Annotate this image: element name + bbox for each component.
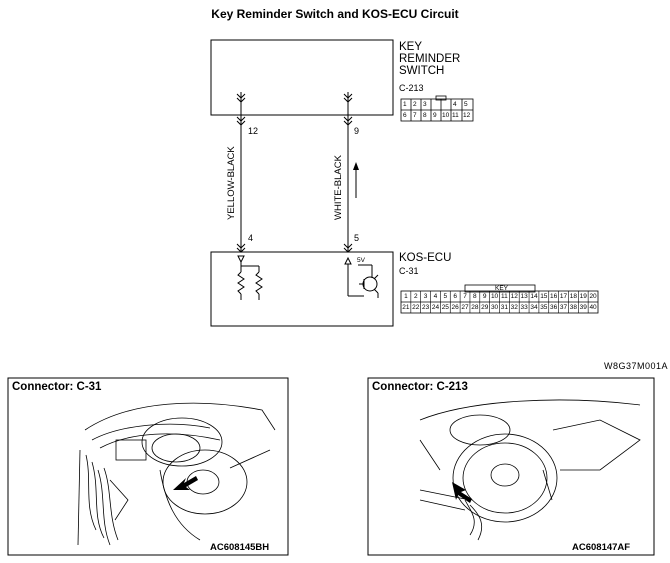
c213-pin: 1: [403, 101, 407, 108]
c31-pin: 23: [421, 304, 430, 311]
c213-pin: 3: [423, 101, 427, 108]
c213-pin: 5: [464, 101, 468, 108]
c31-pin: 21: [402, 304, 410, 311]
kos-ecu-box: [210, 251, 394, 327]
c31-pin: 36: [550, 304, 558, 311]
c31-pin: 31: [500, 304, 509, 311]
c31-pin: 4: [433, 293, 438, 300]
wire-white-black: [343, 92, 353, 253]
panel-c31-frame: [7, 377, 289, 556]
connector-c213-grid: [400, 95, 474, 122]
c31-pin: 40: [589, 304, 597, 311]
c213-pin: 9: [433, 112, 437, 119]
c31-pin: 12: [510, 293, 518, 300]
c31-pin: 25: [441, 304, 449, 311]
key-switch-name-2: REMINDER: [399, 53, 461, 65]
c31-pin: 16: [550, 293, 558, 300]
c31-pin: 38: [569, 304, 577, 311]
c213-pin: 6: [403, 112, 407, 119]
c31-pin: 6: [453, 293, 457, 300]
supply-voltage-label: 5V: [357, 257, 365, 264]
pointer-arrow-c31: [173, 476, 198, 490]
wire-2-bottom-pin: 5: [354, 233, 360, 243]
c31-pin: 34: [530, 304, 538, 311]
wire-2-top-pin: 9: [354, 126, 360, 136]
diagram-code: W8G37M001A: [604, 361, 669, 371]
panel-c31-figure-code: AC608145BH: [210, 542, 270, 553]
kos-ecu-name: KOS-ECU: [399, 252, 452, 264]
c31-pin: 35: [540, 304, 548, 311]
pointer-arrow-c213: [452, 482, 472, 503]
c31-pin: 29: [481, 304, 489, 311]
c31-pin: 5: [443, 293, 448, 300]
connector-key-label: KEY: [495, 285, 509, 292]
c213-pin: 2: [413, 101, 417, 108]
c213-pin: 12: [463, 112, 471, 119]
c31-pin: 8: [473, 293, 477, 300]
ecu-transistor-circuit: [344, 256, 379, 298]
key-switch-connector-id: C-213: [399, 83, 424, 93]
wire-1-color-label: YELLOW-BLACK: [226, 146, 237, 220]
dashboard-illustration-left: [77, 402, 276, 546]
key-reminder-switch-box: [210, 39, 394, 116]
c31-pin: 9: [482, 293, 487, 300]
ecu-input-resistors: [237, 255, 263, 300]
c213-pin: 4: [453, 101, 457, 108]
c31-pin: 39: [579, 304, 587, 311]
diagram-title: Key Reminder Switch and KOS-ECU Circuit: [211, 7, 459, 21]
panel-c213-frame: [367, 377, 655, 556]
connector-c31-dividers: [410, 291, 589, 313]
c31-pin: 7: [463, 293, 467, 300]
c31-pin: 26: [451, 304, 459, 311]
wire-1-bottom-pin: 4: [248, 233, 254, 243]
dashboard-illustration-right: [419, 399, 641, 541]
c31-pin: 37: [559, 304, 568, 311]
c31-pin: 18: [569, 293, 577, 300]
c213-pin: 8: [423, 112, 427, 119]
c31-pin: 14: [530, 293, 538, 300]
wire-yellow-black: [236, 92, 246, 253]
c31-pin: 3: [423, 293, 428, 300]
wire-2-color-label: WHITE-BLACK: [333, 155, 344, 220]
panel-c213-title: Connector: C-213: [372, 381, 468, 393]
c31-pin: 19: [579, 293, 587, 300]
c31-pin: 1: [404, 293, 408, 300]
c31-pin: 10: [490, 293, 499, 300]
c31-pin: 22: [412, 304, 420, 311]
wire-1-top-pin: 12: [248, 126, 259, 136]
c31-pin: 11: [501, 293, 508, 300]
c213-pin: 7: [413, 112, 417, 119]
kos-ecu-connector-id: C-31: [399, 266, 419, 276]
c31-pin: 17: [559, 293, 568, 300]
c31-pin: 30: [490, 304, 499, 311]
c31-pin: 28: [471, 304, 479, 311]
c213-pin: 11: [452, 112, 459, 119]
c31-pin: 20: [589, 293, 597, 300]
c31-pin: 32: [510, 304, 518, 311]
key-switch-name-3: SWITCH: [399, 65, 445, 77]
c31-pin: 27: [461, 304, 469, 311]
panel-c31-title: Connector: C-31: [12, 381, 102, 393]
panel-c213-figure-code: AC608147AF: [572, 542, 631, 553]
c31-pin: 15: [540, 293, 548, 300]
c31-pin: 33: [520, 304, 528, 311]
current-direction-arrow: [353, 162, 359, 198]
c213-pin: 10: [442, 112, 450, 119]
c31-pin: 2: [413, 293, 418, 300]
c31-pin: 13: [520, 293, 528, 300]
c31-pin: 24: [431, 304, 440, 311]
key-switch-name-1: KEY: [399, 41, 423, 53]
